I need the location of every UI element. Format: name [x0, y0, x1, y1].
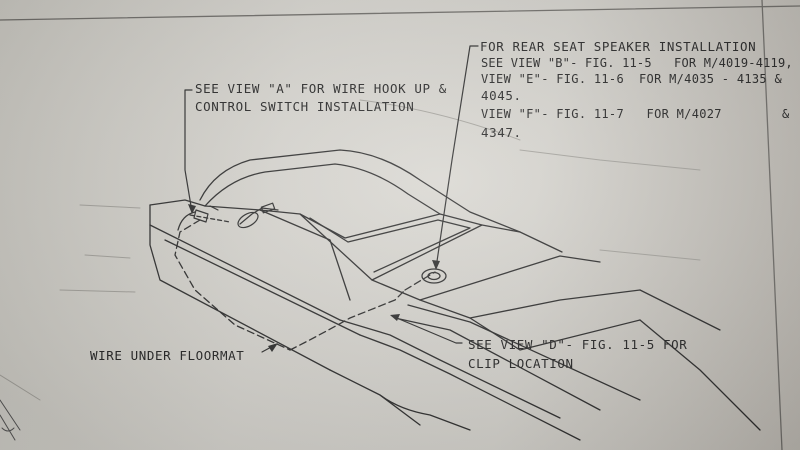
page-border-top: [0, 5, 800, 21]
callout-rear-speaker-line4: 4045.: [481, 88, 522, 103]
page-border-right: [761, 0, 783, 450]
callout-rear-speaker-line2: SEE VIEW "B"- FIG. 11-5 FOR M/4019-4119,: [481, 56, 793, 70]
edge-marks: [0, 399, 21, 441]
callout-rear-speaker-line5: VIEW "F"- FIG. 11-7 FOR M/4027 &: [481, 107, 790, 121]
callout-view-d-line1: SEE VIEW "D"- FIG. 11-5 FOR: [468, 337, 688, 352]
callout-rear-speaker-line6: 4347.: [481, 125, 522, 140]
leader-view-d: [391, 315, 463, 344]
callout-rear-speaker-line1: FOR REAR SEAT SPEAKER INSTALLATION: [480, 39, 757, 54]
callout-view-a-line1: SEE VIEW "A" FOR WIRE HOOK UP &: [195, 81, 447, 96]
leader-view-a: [184, 89, 193, 213]
leader-rear-speaker: [435, 45, 479, 269]
car-outline: [149, 149, 761, 441]
callout-rear-speaker-line3: VIEW "E"- FIG. 11-6 FOR M/4035 - 4135 &: [481, 72, 782, 86]
control-switch-components: [193, 202, 279, 229]
callout-wire-under-floormat: WIRE UNDER FLOORMAT: [90, 348, 245, 363]
callout-view-d-line2: CLIP LOCATION: [468, 356, 574, 371]
rear-speaker: [421, 268, 447, 284]
callout-view-a-line2: CONTROL SWITCH INSTALLATION: [195, 99, 415, 114]
wire-harness: [174, 219, 436, 351]
leader-arrowheads: [188, 204, 440, 352]
faded-background-lines: [0, 99, 701, 401]
